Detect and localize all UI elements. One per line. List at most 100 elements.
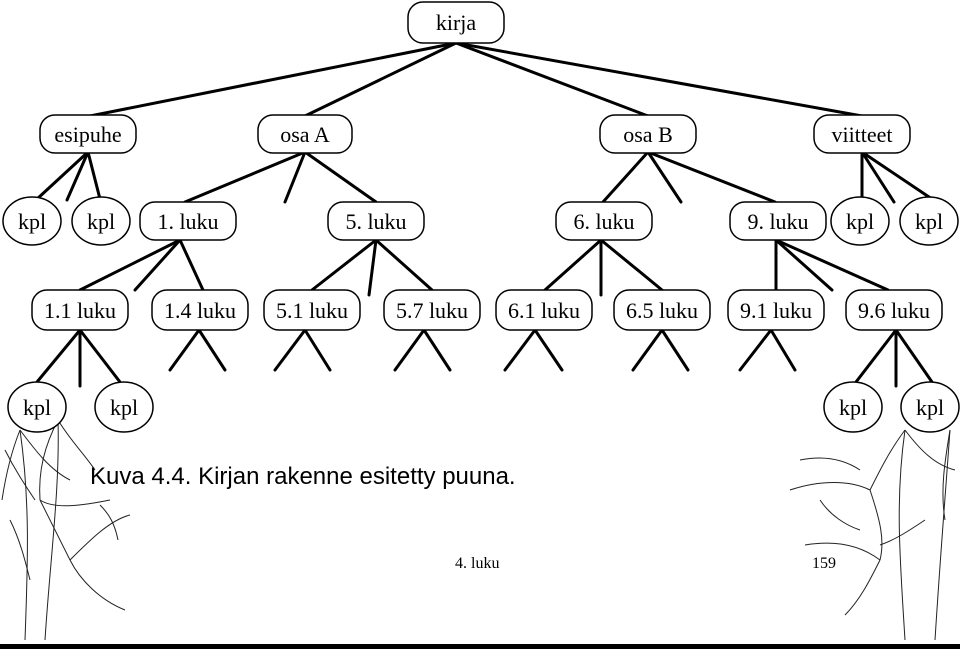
edge-root-osaB (454, 41, 650, 118)
node-luku6-label: 6. luku (573, 209, 634, 234)
edge-root-osaA (303, 41, 458, 118)
node-kpl-label: kpl (916, 395, 944, 420)
edge-luku57-right (422, 328, 452, 372)
node-luku9: 9. luku (729, 201, 827, 241)
edge-luku5-luku51 (310, 238, 378, 292)
edge-luku1-luku14 (178, 238, 205, 292)
node-luku65: 6.5 luku (613, 289, 711, 331)
edge-luku11-kpl2 (78, 328, 122, 384)
figure-caption: Kuva 4.4. Kirjan rakenne esitetty puuna. (90, 463, 516, 490)
edge-osaB-luku6 (601, 150, 650, 204)
edge-luku6-luku65 (599, 238, 664, 292)
tree-edges (35, 41, 934, 388)
plant-decoration-right-icon (789, 429, 956, 641)
edge-luku1-stub (133, 238, 182, 292)
node-root-label: kirja (436, 10, 477, 35)
node-kpl-esipuhe-2: kpl (71, 196, 131, 246)
node-kpl-esipuhe-1: kpl (2, 196, 62, 246)
node-luku96: 9.6 luku (845, 289, 943, 331)
edge-viitteet-kpl2 (860, 150, 934, 201)
edge-luku14-left (168, 328, 201, 372)
edge-luku11-kpl1 (35, 328, 82, 384)
node-luku65-label: 6.5 luku (626, 298, 698, 323)
edge-osaA-luku1 (183, 150, 307, 204)
edge-esipuhe-kpl1 (35, 150, 90, 201)
node-osaB-label: osa B (623, 122, 673, 147)
edge-luku14-right (197, 328, 227, 372)
node-luku61-label: 6.1 luku (508, 298, 580, 323)
edge-luku51-left (273, 328, 307, 372)
node-luku96-label: 9.6 luku (858, 298, 930, 323)
edge-esipuhe-kpl2 (65, 150, 90, 202)
node-kpl-label: kpl (915, 209, 943, 234)
edge-root-viitteet (454, 41, 864, 118)
edge-luku5-stub (367, 238, 378, 297)
edge-luku65-left (631, 328, 664, 372)
node-luku14: 1.4 luku (151, 289, 249, 331)
edge-osaA-luku5 (303, 150, 378, 204)
edge-luku9-stub (774, 238, 834, 292)
edge-esipuhe-kpl3 (86, 150, 102, 201)
node-luku6: 6. luku (555, 201, 653, 241)
edge-osaB-stub (646, 150, 683, 204)
edge-luku96-kpl1 (854, 328, 898, 384)
edge-luku91-right (769, 328, 797, 372)
edge-osaA-stub (283, 150, 307, 204)
bottom-rule (0, 644, 960, 649)
edge-luku96-kpl2 (894, 328, 934, 384)
edge-root-esipuhe (88, 41, 458, 118)
edge-luku65-right (660, 328, 690, 372)
node-kpl-label: kpl (839, 395, 867, 420)
footer-chapter: 4. luku (455, 555, 499, 572)
node-luku51: 5.1 luku (263, 289, 361, 331)
node-luku11-label: 1.1 luku (44, 298, 116, 323)
node-luku57-label: 5.7 luku (396, 298, 468, 323)
edge-luku61-left (503, 328, 537, 372)
plant-decoration-left-icon (1, 419, 131, 641)
node-luku61: 6.1 luku (495, 289, 593, 331)
node-luku11: 1.1 luku (31, 289, 129, 331)
node-kpl-luku11-1: kpl (7, 381, 67, 433)
node-kpl-luku96-1: kpl (823, 381, 883, 433)
node-luku9-label: 9. luku (747, 209, 808, 234)
node-luku5: 5. luku (327, 201, 425, 241)
node-kpl-label: kpl (846, 209, 874, 234)
node-kpl-label: kpl (23, 395, 51, 420)
footer-page-number: 159 (812, 555, 836, 572)
node-luku5-label: 5. luku (345, 209, 406, 234)
node-kpl-viitteet-2: kpl (899, 196, 959, 246)
node-kpl-label: kpl (87, 209, 115, 234)
edge-luku9-luku96 (774, 238, 890, 292)
edge-luku1-luku11 (78, 238, 182, 292)
edge-osaB-luku9 (646, 150, 777, 204)
node-kpl-luku96-2: kpl (900, 381, 960, 433)
edge-luku51-right (303, 328, 332, 372)
node-kpl-label: kpl (110, 395, 138, 420)
node-luku91-label: 9.1 luku (740, 298, 812, 323)
node-osaA: osa A (257, 114, 353, 154)
edge-luku57-left (393, 328, 426, 372)
node-osaB: osa B (599, 114, 697, 154)
edge-luku91-left (738, 328, 773, 372)
node-kpl-label: kpl (18, 209, 46, 234)
node-luku1: 1. luku (139, 201, 237, 241)
edge-luku6-luku61 (543, 238, 603, 292)
node-esipuhe-label: esipuhe (54, 122, 121, 147)
node-luku91: 9.1 luku (727, 289, 825, 331)
node-viitteet-label: viitteet (831, 122, 892, 147)
node-esipuhe: esipuhe (39, 114, 137, 154)
edge-viitteet-stub (860, 150, 896, 204)
node-kpl-viitteet-1: kpl (830, 196, 890, 246)
node-luku14-label: 1.4 luku (164, 298, 236, 323)
node-osaA-label: osa A (280, 122, 330, 147)
node-luku51-label: 5.1 luku (276, 298, 348, 323)
node-luku1-label: 1. luku (157, 209, 218, 234)
node-viitteet: viitteet (813, 114, 911, 154)
node-luku57: 5.7 luku (383, 289, 481, 331)
edge-luku61-right (533, 328, 564, 372)
edge-luku5-luku57 (374, 238, 434, 292)
node-root: kirja (407, 1, 505, 44)
node-kpl-luku11-2: kpl (94, 381, 154, 433)
